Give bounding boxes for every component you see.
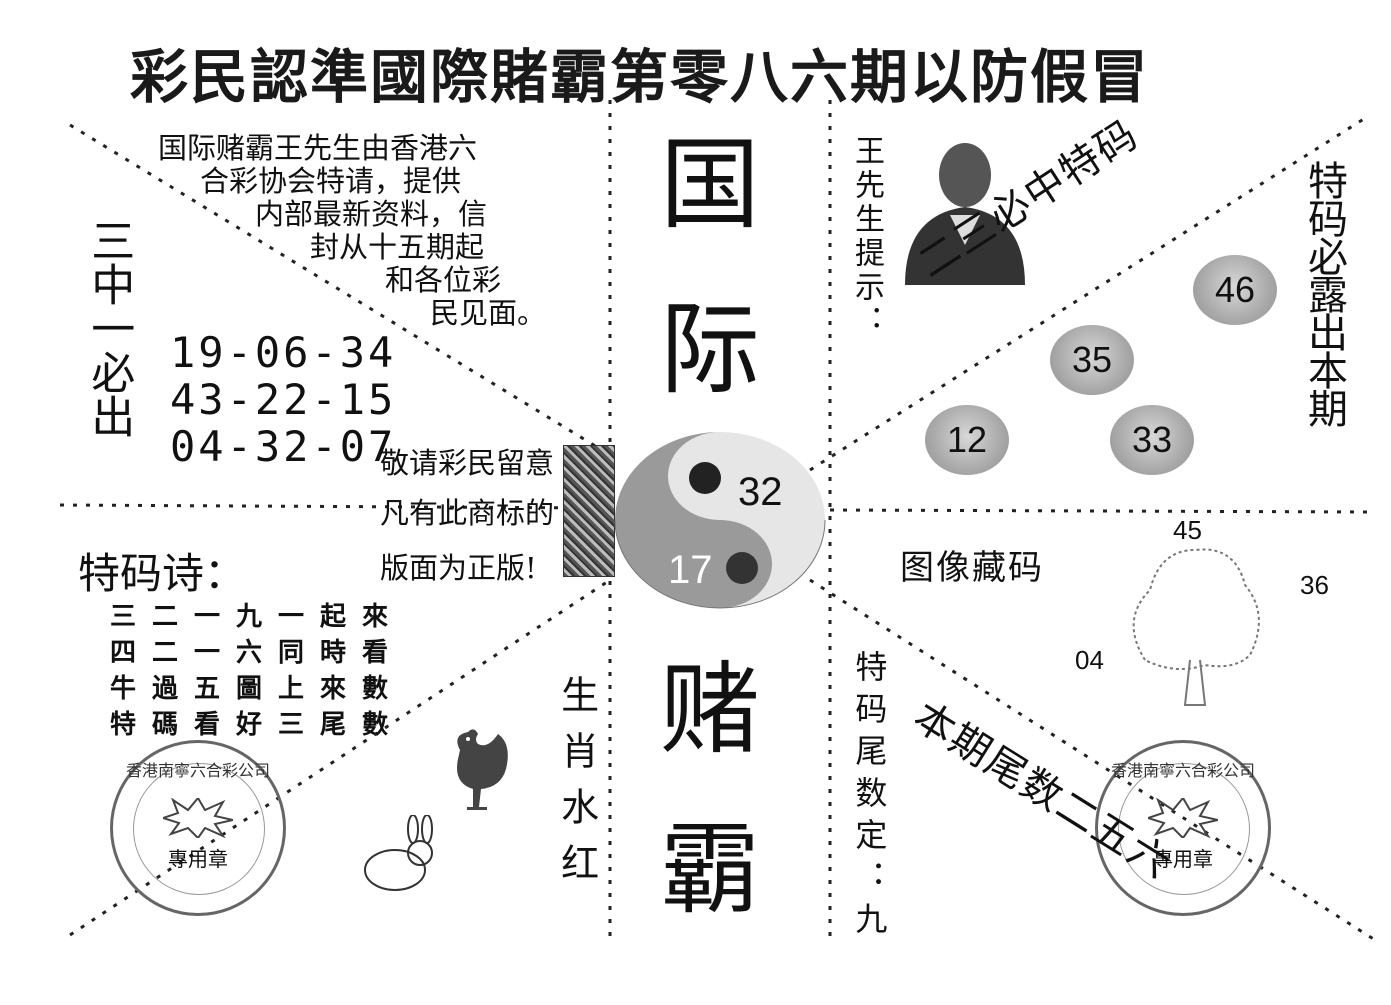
tree-number-04: 04: [1075, 645, 1104, 675]
rabbit-icon: [364, 815, 433, 891]
center-char-2: 际: [660, 291, 760, 408]
ball-12: 12: [925, 405, 1009, 475]
horizontal-right: [829, 508, 1371, 514]
combo-1: 19-06-34: [170, 328, 397, 377]
special-reveal-label: 特码必露出本期: [1301, 160, 1347, 426]
notice-line-3: 版面为正版!: [380, 551, 537, 585]
ball-33: 33: [1110, 405, 1194, 475]
poem-line-1: 三二一九一起來: [110, 602, 405, 632]
image-hidden-label: 图像藏码: [900, 548, 1044, 588]
rooster-icon: [457, 729, 508, 810]
notice-line-1: 敬请彩民留意: [380, 446, 555, 480]
three-one-label: 三中一必出: [83, 218, 135, 438]
diag-bottom-right: [809, 578, 1376, 942]
intro-line-5: 和各位彩: [385, 263, 502, 297]
tree-icon: [1132, 548, 1260, 706]
intro-line-3: 内部最新资料，信: [255, 197, 488, 231]
zodiac-label: 生肖水红: [554, 675, 599, 899]
combo-3: 04-32-07: [170, 422, 397, 471]
seal-star-icon: [163, 798, 233, 838]
intro-line-4: 封从十五期起: [310, 230, 485, 264]
diag-top-left: [69, 123, 611, 457]
tree-number-45: 45: [1173, 515, 1202, 545]
combo-2: 43-22-15: [170, 375, 397, 424]
intro-line-2: 合彩协会特请，提供: [200, 164, 462, 198]
seal-ring-text: 香港南寧六合彩公司: [125, 761, 270, 780]
seal-stamp-left: 香港南寧六合彩公司 專用章: [110, 740, 286, 916]
tree-number-36: 36: [1300, 570, 1329, 600]
horizontal-left: [59, 503, 611, 510]
ball-46: 46: [1193, 255, 1277, 325]
poem-line-2: 四二一六同時看: [110, 638, 405, 668]
seal-label: 專用章: [168, 847, 228, 871]
tail-label: 特码尾数定：九: [850, 650, 889, 944]
wang-hint: 王先生提示：: [849, 135, 884, 339]
center-char-4: 霸: [660, 811, 760, 928]
poem-title: 特码诗：: [78, 549, 247, 598]
trademark-logo: [563, 445, 615, 577]
center-char-3: 赌: [660, 651, 760, 768]
poem-line-3: 牛過五圖上來數: [110, 674, 405, 704]
seal-star-icon: [1148, 798, 1218, 838]
page-title: 彩民認準國際賭霸第零八六期以防假冒: [130, 43, 1151, 111]
seal-ring-text: 香港南寧六合彩公司: [1110, 761, 1255, 780]
poem-line-4: 特碼看好三尾數: [110, 710, 405, 740]
intro-line-1: 国际赌霸王先生由香港六: [158, 131, 478, 165]
center-char-1: 国: [660, 126, 760, 243]
yin-yang-number-32: 32: [738, 470, 783, 514]
ball-35: 35: [1050, 325, 1134, 395]
seal-label: 專用章: [1153, 847, 1213, 871]
intro-line-6: 民见面。: [430, 296, 547, 330]
yin-yang-number-17: 17: [668, 548, 713, 592]
seal-stamp-right: 香港南寧六合彩公司 專用章: [1095, 740, 1271, 916]
notice-line-2: 凡有此商标的: [380, 496, 555, 530]
yin-yang-icon: [614, 432, 826, 609]
man-portrait-icon: [905, 143, 1025, 285]
